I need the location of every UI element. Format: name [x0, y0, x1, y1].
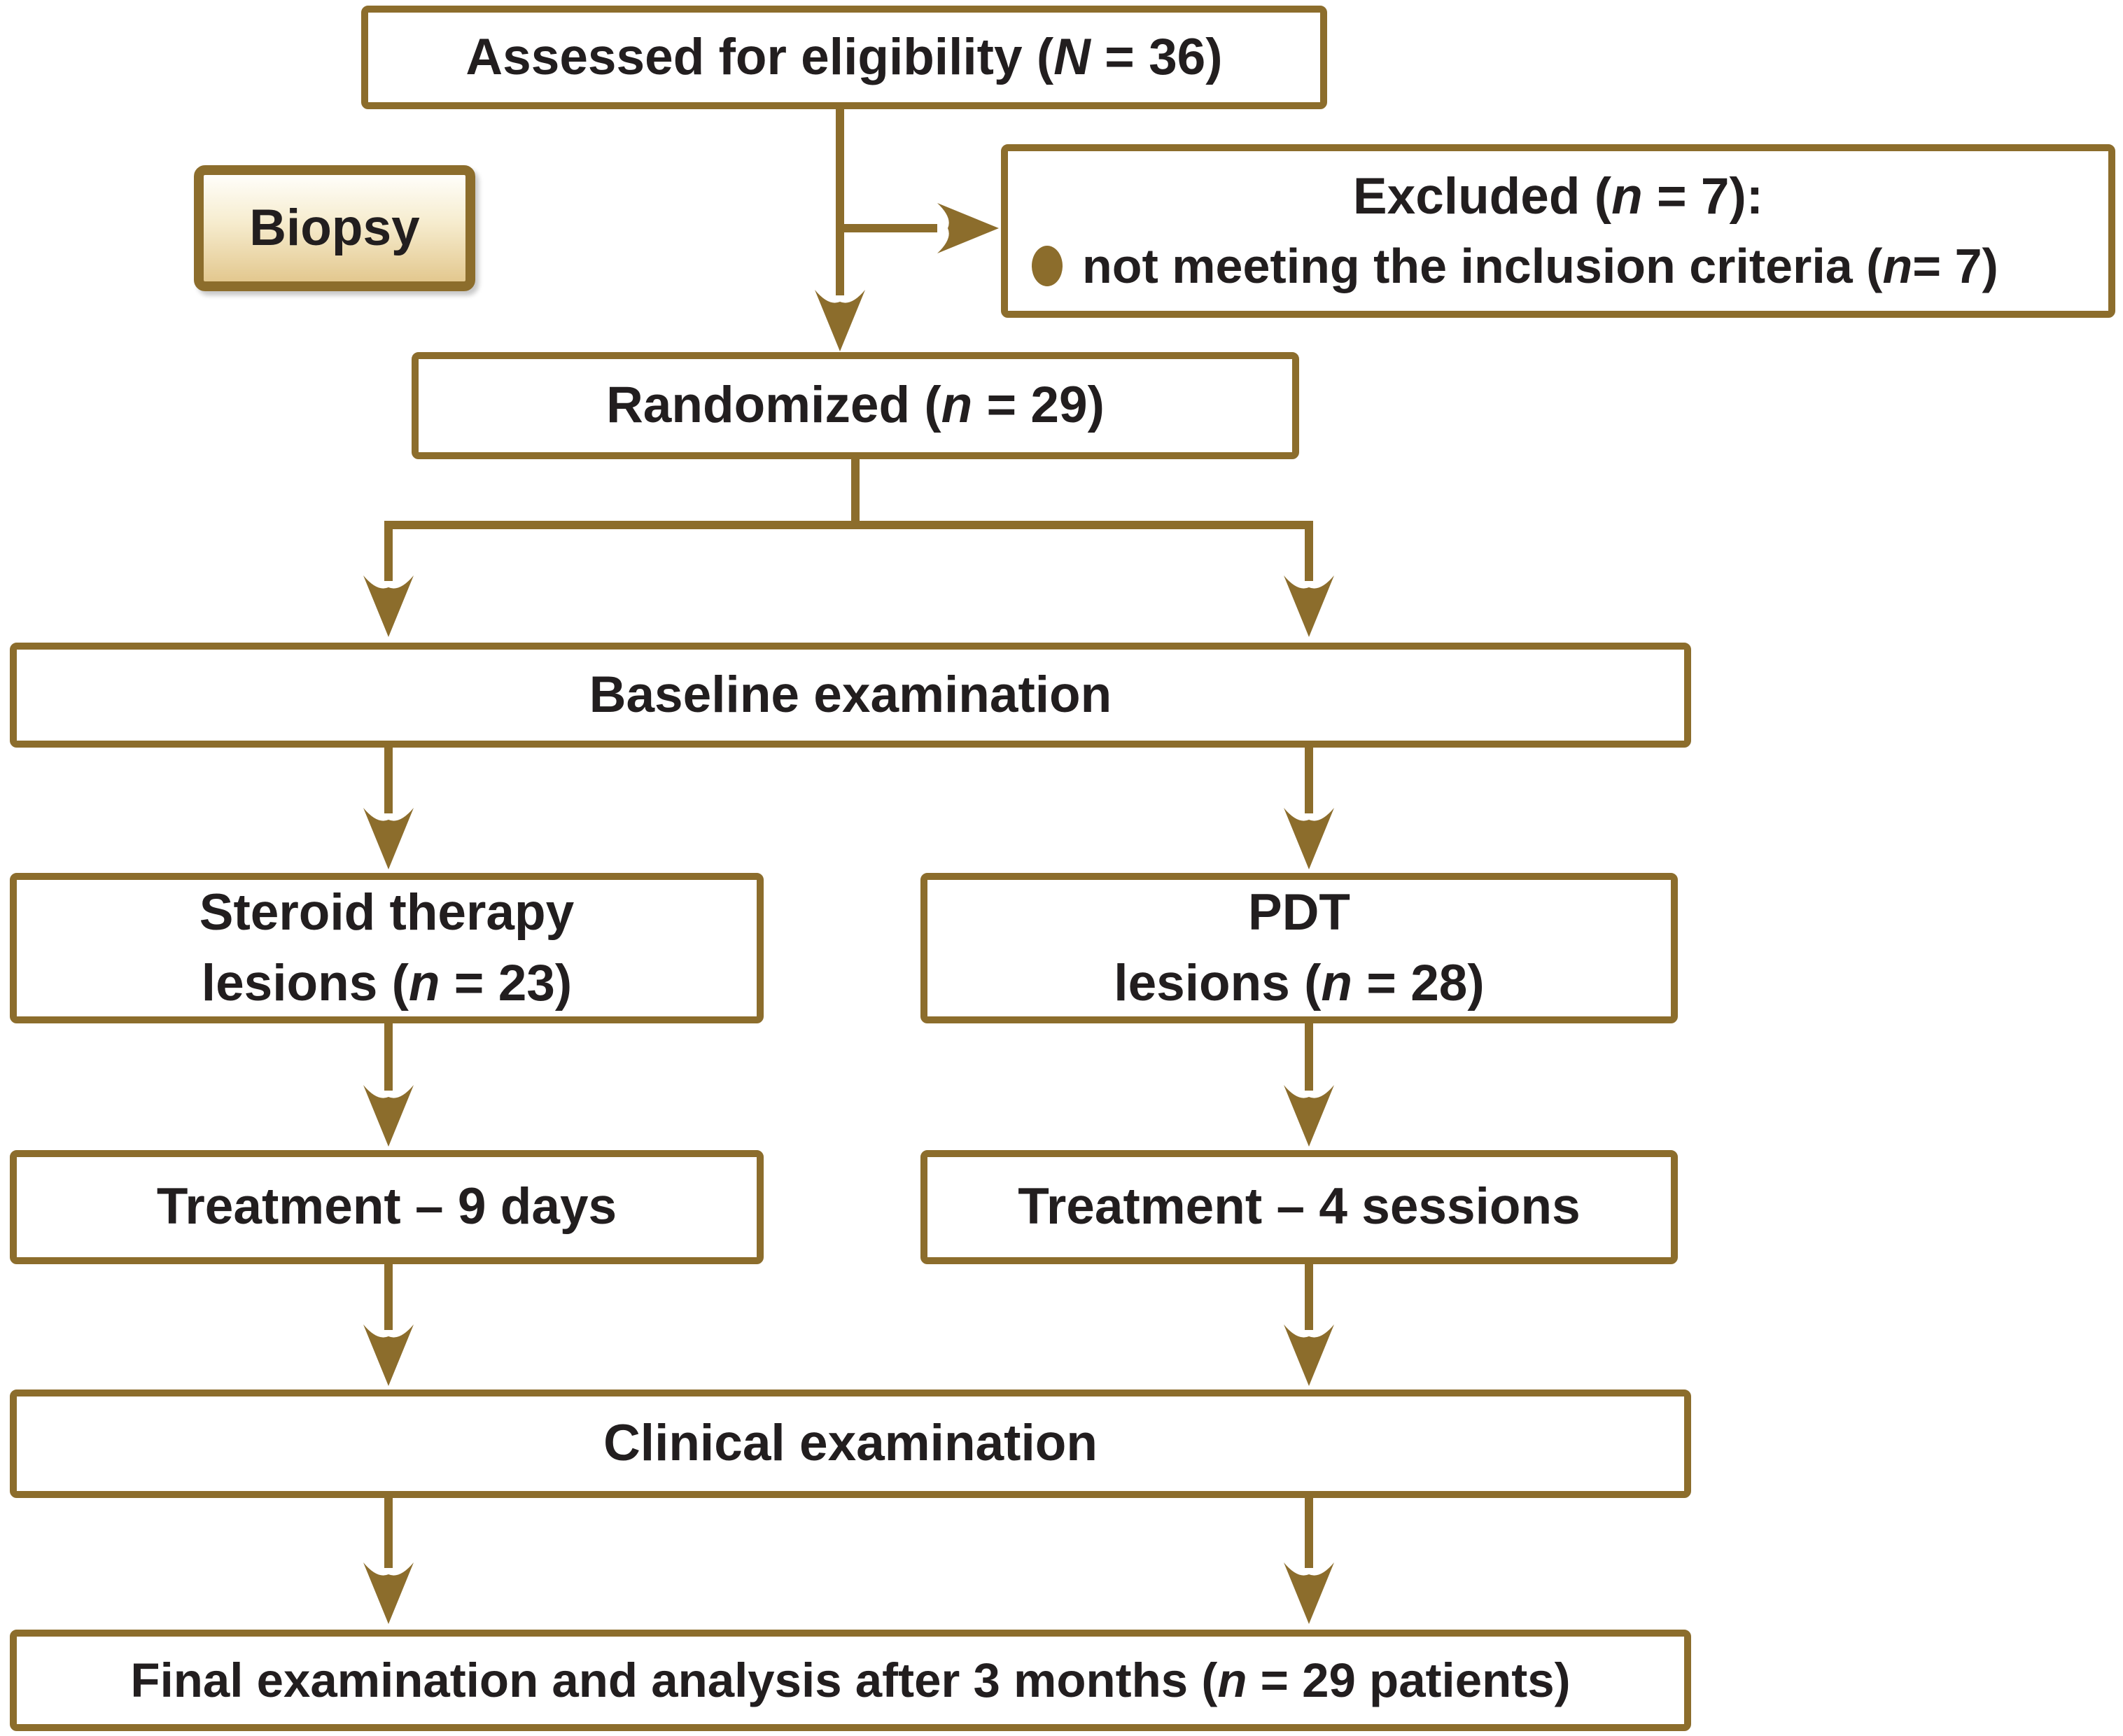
excluded-box: Excluded (n = 7): not meeting the inclus…: [1001, 144, 2115, 318]
final-box: Final examination and analysis after 3 m…: [10, 1630, 1691, 1731]
randomized-box: Randomized (n = 29): [412, 352, 1299, 459]
final-label: Final examination and analysis after 3 m…: [130, 1647, 1570, 1714]
connector-branch-bar: [384, 521, 1313, 529]
label-text: lesions (: [1114, 954, 1322, 1011]
arrow-shaft: [384, 1264, 393, 1330]
arrow-randomized-to-baseline-right: [1284, 521, 1334, 637]
label-text: = 29): [972, 377, 1105, 434]
label-text: Randomized (: [606, 377, 941, 434]
label-text: lesions (: [201, 954, 409, 1011]
label-var-italic: n: [408, 954, 440, 1011]
connector-randomized-stub: [851, 457, 860, 526]
arrow-shaft: [384, 748, 393, 813]
arrow-head-right-icon: [937, 203, 999, 253]
arrow-head-down-icon: [363, 575, 414, 637]
arrow-baseline-to-steroid: [363, 748, 414, 869]
bullet-icon: [1032, 246, 1063, 287]
arrow-head-down-icon: [1284, 1562, 1334, 1624]
arrow-pdt-to-treatment: [1284, 1023, 1334, 1147]
label-text: = 36): [1090, 28, 1223, 85]
arrow-shaft: [1305, 1264, 1313, 1330]
arrow-head-down-icon: [363, 808, 414, 869]
arrow-clinical-to-final-left: [363, 1498, 414, 1624]
arrow-head-down-icon: [363, 1324, 414, 1386]
arrow-assessed-to-randomized: [815, 109, 865, 351]
label-text: Excluded (: [1352, 168, 1612, 225]
label-text: not meeting the inclusion criteria (: [1082, 239, 1883, 294]
randomized-label: Randomized (n = 29): [606, 370, 1105, 441]
arrow-treatment-pdt-to-clinical: [1284, 1264, 1334, 1386]
arrow-shaft: [836, 109, 844, 295]
arrow-head-down-icon: [363, 1562, 414, 1624]
label-text: Final examination and analysis after 3 m…: [130, 1653, 1218, 1707]
arrow-baseline-to-pdt: [1284, 748, 1334, 869]
excluded-title: Excluded (n = 7):: [1353, 162, 1763, 232]
assessed-box: Assessed for eligibility (N = 36): [361, 6, 1327, 109]
label-text: = 7):: [1642, 168, 1764, 225]
label-text: Assessed for eligibility (: [465, 28, 1054, 85]
arrow-shaft: [1305, 1023, 1313, 1091]
arrow-head-down-icon: [1284, 575, 1334, 637]
label-text: = 23): [440, 954, 573, 1011]
treatment-steroid-box: Treatment – 9 days: [10, 1150, 764, 1264]
arrow-head-down-icon: [815, 290, 865, 351]
arrow-shaft: [384, 1023, 393, 1091]
arrow-shaft: [1305, 521, 1313, 581]
label-var-italic: n: [1882, 239, 1913, 294]
treatment-pdt-label: Treatment – 4 sessions: [1018, 1178, 1581, 1236]
arrow-clinical-to-final-right: [1284, 1498, 1334, 1624]
arrow-steroid-to-treatment: [363, 1023, 414, 1147]
label-var-italic: n: [1217, 1653, 1247, 1707]
arrow-head-down-icon: [1284, 1085, 1334, 1147]
label-var-italic: N: [1053, 28, 1091, 85]
assessed-label: Assessed for eligibility (N = 36): [465, 22, 1222, 93]
biopsy-box: Biopsy: [194, 165, 475, 291]
pdt-box: PDT lesions (n = 28): [920, 873, 1678, 1023]
steroid-box: Steroid therapy lesions (n = 23): [10, 873, 764, 1023]
arrow-to-excluded: [837, 202, 999, 254]
label-text: = 29 patients): [1247, 1653, 1571, 1707]
treatment-steroid-label: Treatment – 9 days: [156, 1178, 617, 1236]
arrow-shaft: [837, 224, 937, 232]
pdt-label-line2: lesions (n = 28): [1114, 948, 1484, 1019]
arrow-shaft: [384, 1498, 393, 1568]
label-var-italic: n: [1321, 954, 1353, 1011]
arrow-shaft: [384, 521, 393, 581]
steroid-label-line2: lesions (n = 23): [202, 948, 572, 1019]
label-text: = 7): [1912, 239, 1998, 294]
arrow-shaft: [1305, 748, 1313, 813]
pdt-label-line1: PDT: [1248, 883, 1350, 941]
steroid-label-line1: Steroid therapy: [199, 883, 575, 941]
clinical-label: Clinical examination: [603, 1415, 1098, 1472]
baseline-label: Baseline examination: [589, 666, 1112, 723]
excluded-reason-item: not meeting the inclusion criteria (n = …: [1008, 232, 2108, 300]
arrow-randomized-to-baseline-left: [363, 521, 414, 637]
arrow-head-down-icon: [1284, 1324, 1334, 1386]
arrow-head-down-icon: [363, 1085, 414, 1147]
clinical-box: Clinical examination: [10, 1390, 1691, 1498]
label-var-italic: n: [941, 377, 973, 434]
arrow-head-down-icon: [1284, 808, 1334, 869]
label-text: = 28): [1352, 954, 1485, 1011]
label-var-italic: n: [1611, 168, 1643, 225]
arrow-shaft: [1305, 1498, 1313, 1568]
baseline-box: Baseline examination: [10, 643, 1691, 748]
arrow-treatment-steroid-to-clinical: [363, 1264, 414, 1386]
biopsy-label: Biopsy: [249, 199, 420, 256]
treatment-pdt-box: Treatment – 4 sessions: [920, 1150, 1678, 1264]
